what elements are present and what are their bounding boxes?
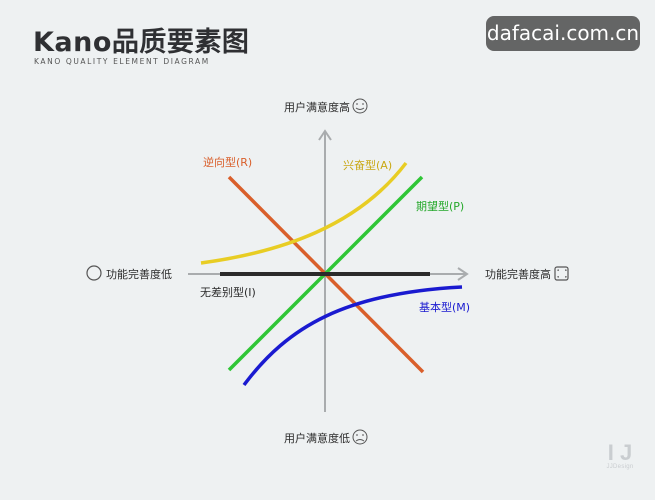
- page-subtitle: KANO QUALITY ELEMENT DIAGRAM: [34, 57, 210, 66]
- empty-circle-icon: [86, 265, 102, 281]
- x-axis-arrow: [457, 267, 469, 281]
- full-frame-icon: [554, 266, 569, 281]
- y-axis-arrow: [318, 129, 332, 141]
- x-right-label: 功能完善度高: [485, 267, 551, 281]
- smile-icon: [352, 98, 368, 114]
- x-left-label: 功能完善度低: [106, 267, 172, 281]
- basic-curve: [242, 285, 463, 387]
- reverse-label: 逆向型(R): [203, 155, 252, 169]
- brand-logo: I J JJDesign: [606, 440, 634, 471]
- basic-label: 基本型(M): [419, 300, 470, 314]
- y-top-label: 用户满意度高: [284, 100, 350, 114]
- exciting-label: 兴奋型(A): [343, 158, 392, 172]
- exciting-curve: [200, 161, 408, 265]
- page-title: Kano品质要素图: [33, 27, 250, 58]
- frown-icon: [352, 429, 368, 445]
- watermark-badge: dafacai.com.cn: [486, 16, 640, 51]
- y-bottom-label: 用户满意度低: [284, 431, 350, 445]
- expected-label: 期望型(P): [416, 199, 464, 213]
- indifferent-label: 无差别型(I): [200, 285, 256, 299]
